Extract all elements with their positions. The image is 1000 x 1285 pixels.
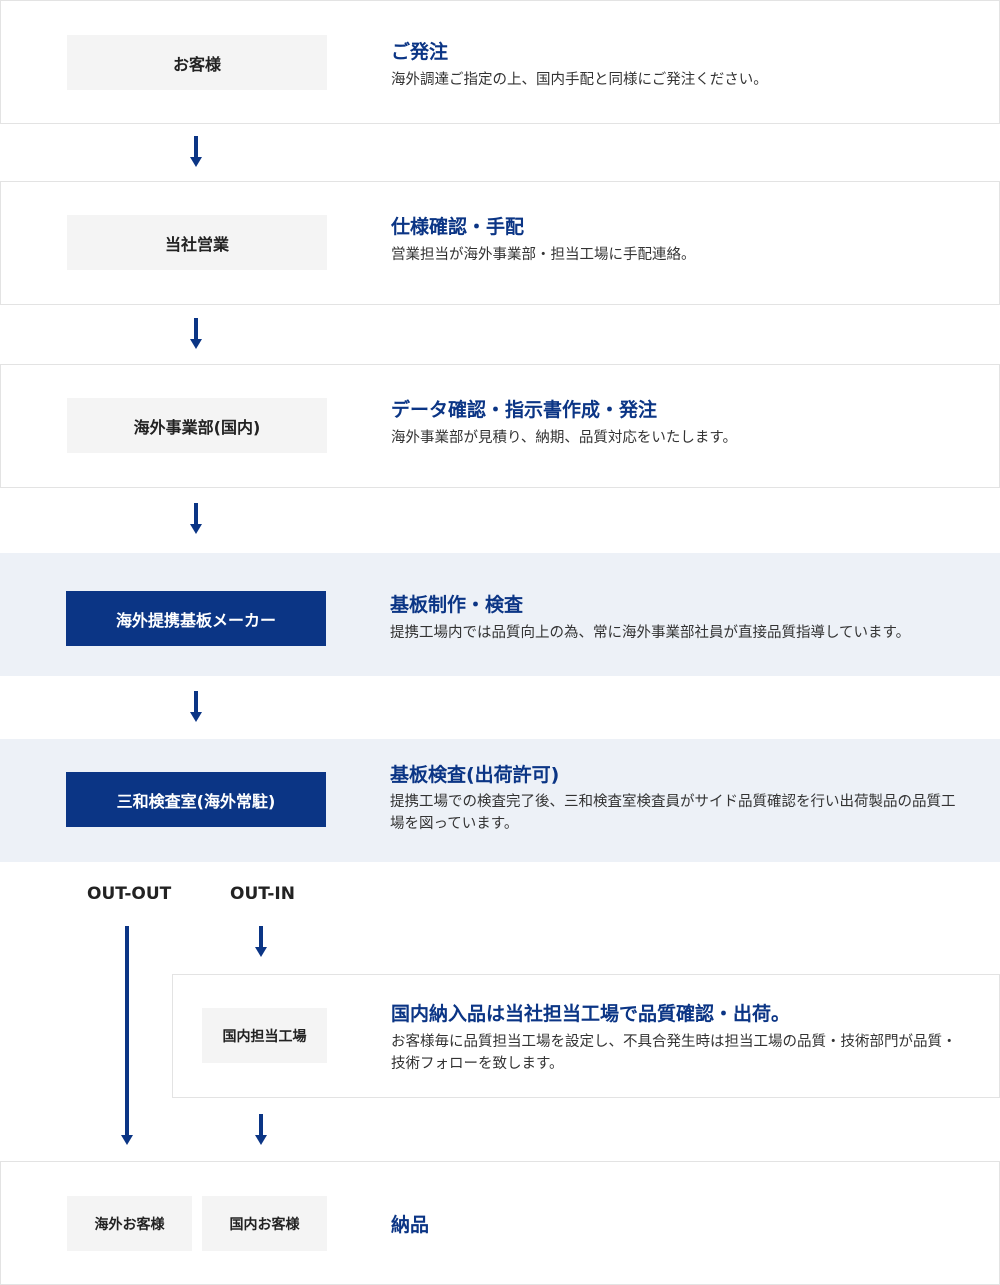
step-title: データ確認・指示書作成・発注 [391,399,658,421]
step-description: 提携工場内では品質向上の為、常に海外事業部社員が直接品質指導しています。 [390,625,911,641]
step-sales: 当社営業 仕様確認・手配 営業担当が海外事業部・担当工場に手配連絡。 [0,181,1000,305]
step-title: 納品 [391,1214,430,1236]
actor-domestic-factory: 国内担当工場 [202,1008,327,1063]
step-title: 基板検査(出荷許可) [390,764,560,786]
branch-label-out-out: OUT-OUT [87,884,172,904]
step-description: 提携工場での検査完了後、三和検査室検査員がサイド品質確認を行い出荷製品の品質工場… [390,794,956,832]
actor-domestic-customer: 国内お客様 [202,1196,327,1251]
step-title: ご発注 [391,41,449,63]
step-domestic-factory: 国内担当工場 国内納入品は当社担当工場で品質確認・出荷。 お客様毎に品質担当工場… [172,974,1000,1098]
actor-manufacturer: 海外提携基板メーカー [66,591,326,646]
step-delivery: 海外お客様 国内お客様 納品 [0,1161,1000,1285]
step-description: 海外事業部が見積り、納期、品質対応をいたします。 [391,430,737,446]
step-title: 仕様確認・手配 [391,216,525,238]
step-manufacturer: 海外提携基板メーカー 基板制作・検査 提携工場内では品質向上の為、常に海外事業部… [0,553,1000,676]
step-order: お客様 ご発注 海外調達ご指定の上、国内手配と同様にご発注ください。 [0,0,1000,124]
actor-overseas-division: 海外事業部(国内) [67,398,327,453]
step-overseas-division: 海外事業部(国内) データ確認・指示書作成・発注 海外事業部が見積り、納期、品質… [0,364,1000,488]
step-title: 国内納入品は当社担当工場で品質確認・出荷。 [391,1003,791,1025]
step-description: 営業担当が海外事業部・担当工場に手配連絡。 [391,247,696,263]
actor-inspection-room: 三和検査室(海外常駐) [66,772,326,827]
branch-label-out-in: OUT-IN [230,884,295,904]
step-title: 基板制作・検査 [390,594,524,616]
step-inspection: 三和検査室(海外常駐) 基板検査(出荷許可) 提携工場での検査完了後、三和検査室… [0,739,1000,862]
actor-sales: 当社営業 [67,215,327,270]
step-description: 海外調達ご指定の上、国内手配と同様にご発注ください。 [391,72,768,88]
actor-overseas-customer: 海外お客様 [67,1196,192,1251]
step-description: お客様毎に品質担当工場を設定し、不具合発生時は担当工場の品質・技術部門が品質・技… [391,1034,957,1072]
actor-customer: お客様 [67,35,327,90]
